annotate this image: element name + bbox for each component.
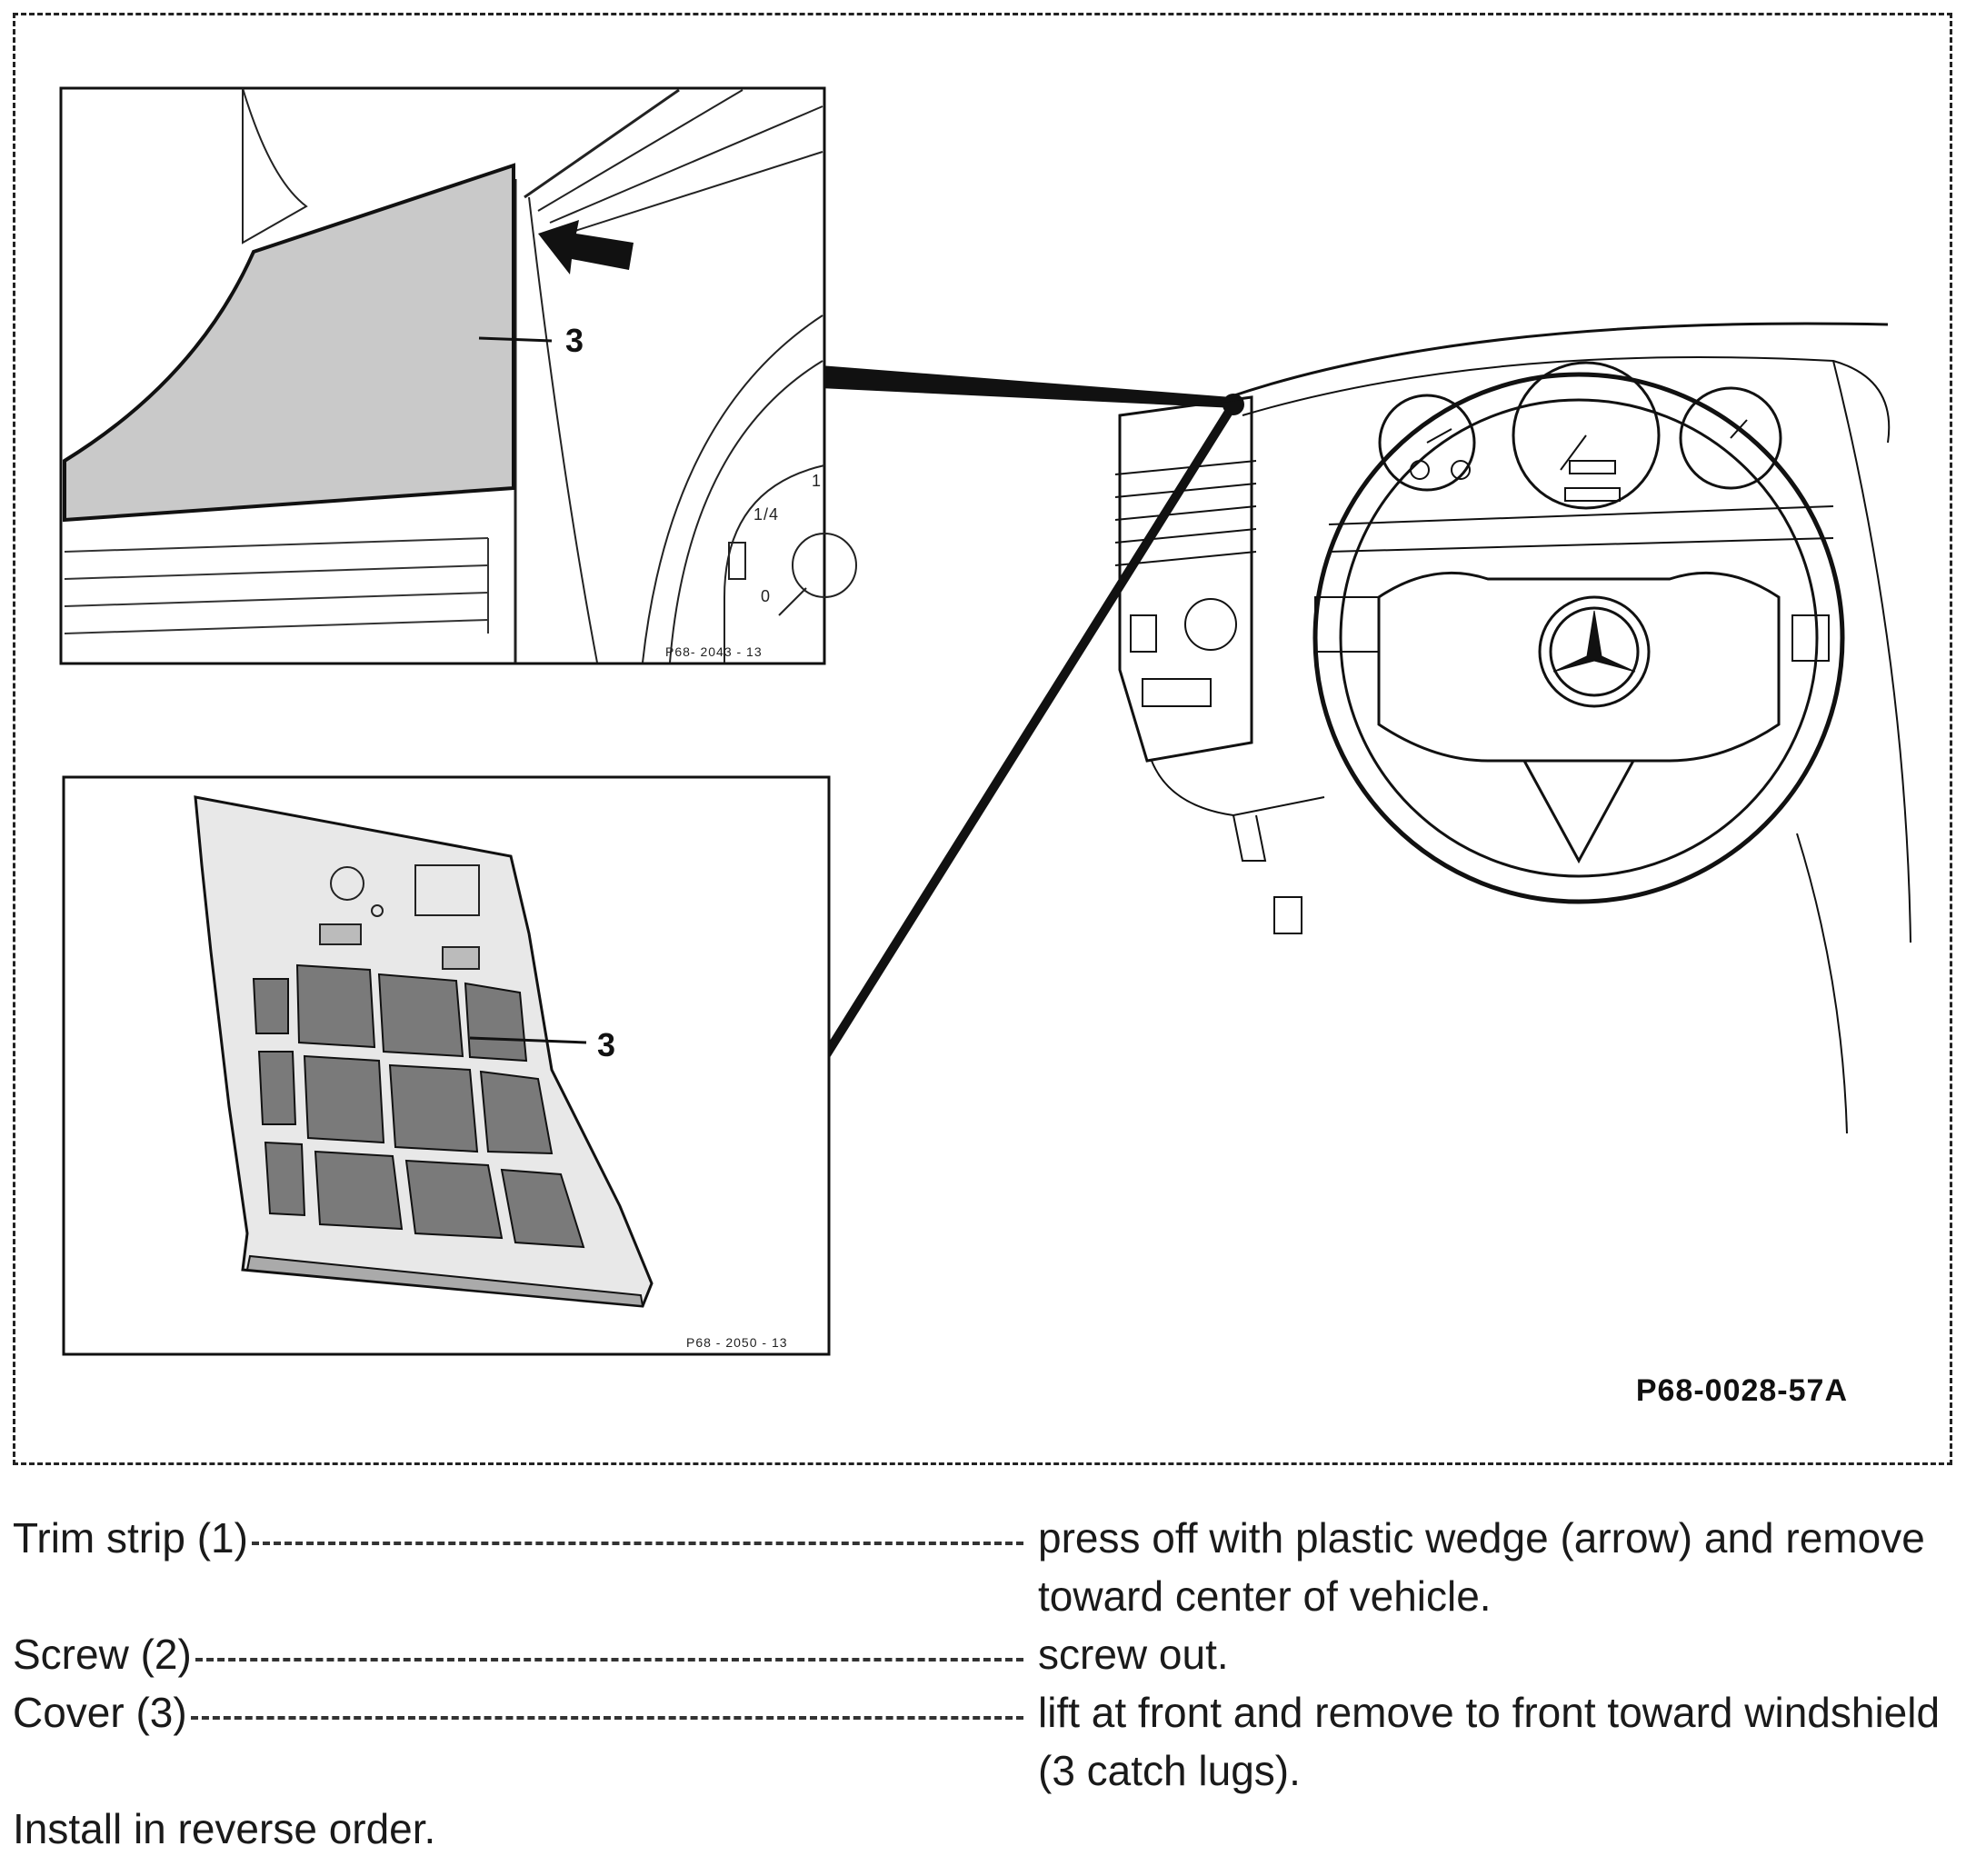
inset-top: 1/4 0 1 3 P68- 2043 - 13 <box>59 86 857 665</box>
footer-note: Install in reverse order. <box>13 1805 436 1852</box>
figure-id: P68-0028-57A <box>1635 1373 1848 1408</box>
step-row: Cover (3) lift at front and remove to fr… <box>13 1683 1952 1800</box>
gauge-quarter-label: 1/4 <box>753 505 779 524</box>
connector-bottom <box>818 402 1238 1063</box>
figure-frame: 1/4 0 1 3 P68- 2043 - 13 <box>13 13 1952 1465</box>
leader-dots <box>195 1658 1023 1661</box>
gauge-zero-label: 0 <box>761 587 771 605</box>
callout-top: 3 <box>565 322 584 359</box>
inset-bottom-caption: P68 - 2050 - 13 <box>686 1335 788 1350</box>
gauge-one-label: 1 <box>812 472 822 490</box>
step-action: screw out. <box>1038 1631 1229 1678</box>
inset-bottom: 3 P68 - 2050 - 13 <box>62 775 831 1356</box>
step-label: Cover (3) <box>13 1689 187 1736</box>
step-row: Trim strip (1) press off with plastic we… <box>13 1509 1952 1625</box>
dashboard-illustration <box>1114 322 1911 1134</box>
step-label: Trim strip (1) <box>13 1514 248 1562</box>
arrow-icon <box>538 220 634 274</box>
step-label: Screw (2) <box>13 1631 192 1678</box>
step-row: Screw (2) screw out. <box>13 1625 1952 1683</box>
inset-top-caption: P68- 2043 - 13 <box>665 644 763 659</box>
connector-top <box>820 365 1235 408</box>
callout-bottom: 3 <box>597 1026 615 1063</box>
illustration: 1/4 0 1 3 P68- 2043 - 13 <box>59 86 1911 1356</box>
step-action: press off with plastic wedge (arrow) and… <box>1038 1514 1925 1620</box>
leader-dots <box>190 1716 1023 1720</box>
instruction-list: Trim strip (1) press off with plastic we… <box>13 1509 1952 1858</box>
step-action: lift at front and remove to front toward… <box>1038 1689 1941 1794</box>
leader-dots <box>251 1542 1023 1545</box>
star-logo-icon <box>1552 610 1636 673</box>
